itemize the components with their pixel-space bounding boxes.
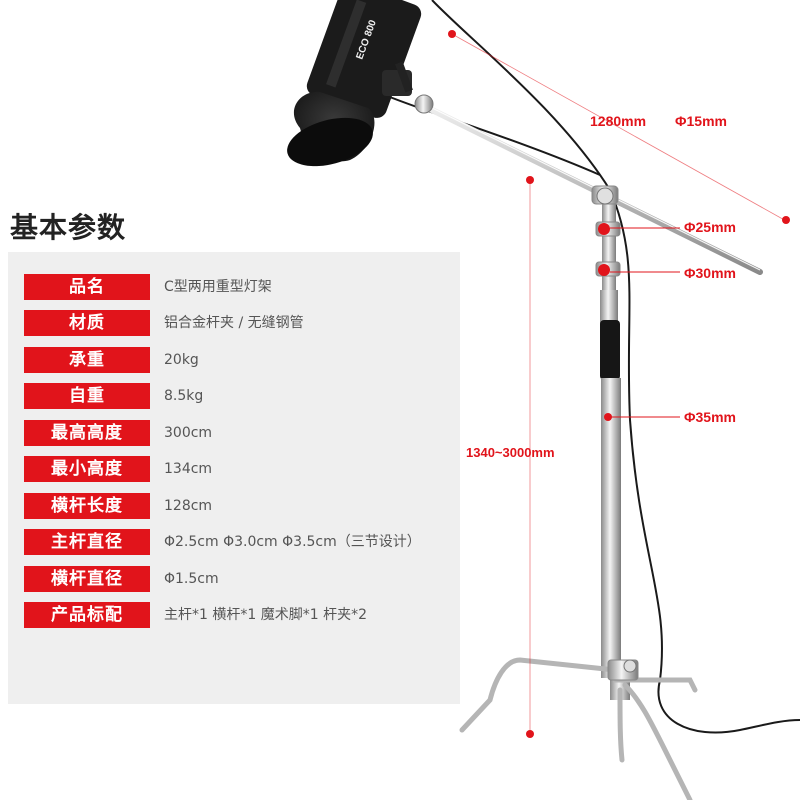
spec-row-pole-diameter: 主杆直径 Φ2.5cm Φ3.0cm Φ3.5cm（三节设计） <box>16 529 456 555</box>
spec-row-max-height: 最高高度 300cm <box>16 420 456 446</box>
pole-knob-lower <box>598 264 610 276</box>
diameter-30-label: Φ30mm <box>684 265 736 281</box>
spec-label: 自重 <box>24 383 150 409</box>
diameter-35-label: Φ35mm <box>684 409 736 425</box>
turtle-base <box>459 657 698 800</box>
spec-row-material: 材质 铝合金杆夹 / 无缝钢管 <box>16 310 456 336</box>
power-cable-upper <box>384 94 601 176</box>
spec-row-boom-diameter: 横杆直径 Φ1.5cm <box>16 566 456 592</box>
boom-arm <box>417 101 763 275</box>
spec-row-load: 承重 20kg <box>16 347 456 373</box>
spec-value: 300cm <box>164 425 213 441</box>
spec-row-min-height: 最小高度 134cm <box>16 456 456 482</box>
dimension-annotations: 1280mm Φ15mm Φ25mm Φ30mm Φ35mm 1340~3000… <box>448 30 790 738</box>
spec-value: Φ2.5cm Φ3.0cm Φ3.5cm（三节设计） <box>164 534 421 550</box>
spec-table: 品名 C型两用重型灯架 材质 铝合金杆夹 / 无缝钢管 承重 20kg 自重 8… <box>8 252 460 704</box>
spec-value: 主杆*1 横杆*1 魔术脚*1 杆夹*2 <box>164 607 367 623</box>
spec-value: 20kg <box>164 352 199 368</box>
section-title: 基本参数 <box>10 211 127 244</box>
spec-row-weight: 自重 8.5kg <box>16 383 456 409</box>
spec-label: 横杆长度 <box>24 493 150 519</box>
spec-label: 品名 <box>24 274 150 300</box>
spec-label: 横杆直径 <box>24 566 150 592</box>
spec-row-boom-length: 横杆长度 128cm <box>16 493 456 519</box>
spec-label: 材质 <box>24 310 150 336</box>
height-range-label: 1340~3000mm <box>466 445 555 460</box>
boom-length-label: 1280mm <box>590 113 646 129</box>
boom-end-clamp <box>414 94 434 114</box>
spec-label: 产品标配 <box>24 602 150 628</box>
studio-light: ECO 800 <box>287 0 422 167</box>
spec-value: Φ1.5cm <box>164 571 219 587</box>
spec-label: 主杆直径 <box>24 529 150 555</box>
spec-label: 承重 <box>24 347 150 373</box>
grip-head <box>591 185 621 277</box>
spec-label: 最高高度 <box>24 420 150 446</box>
spec-row-name: 品名 C型两用重型灯架 <box>16 274 456 300</box>
spec-value: 134cm <box>164 461 213 477</box>
power-cable <box>431 0 800 734</box>
spec-row-included: 产品标配 主杆*1 横杆*1 魔术脚*1 杆夹*2 <box>16 602 456 628</box>
spec-value: 8.5kg <box>164 388 204 404</box>
boom-diameter-label: Φ15mm <box>675 113 727 129</box>
diameter-25-label: Φ25mm <box>684 219 736 235</box>
spec-value: 铝合金杆夹 / 无缝钢管 <box>164 315 304 331</box>
spec-label: 最小高度 <box>24 456 150 482</box>
spec-value: C型两用重型灯架 <box>164 279 272 295</box>
foam-grip <box>600 320 620 380</box>
pole-knob-upper <box>598 223 610 235</box>
spec-value: 128cm <box>164 498 213 514</box>
